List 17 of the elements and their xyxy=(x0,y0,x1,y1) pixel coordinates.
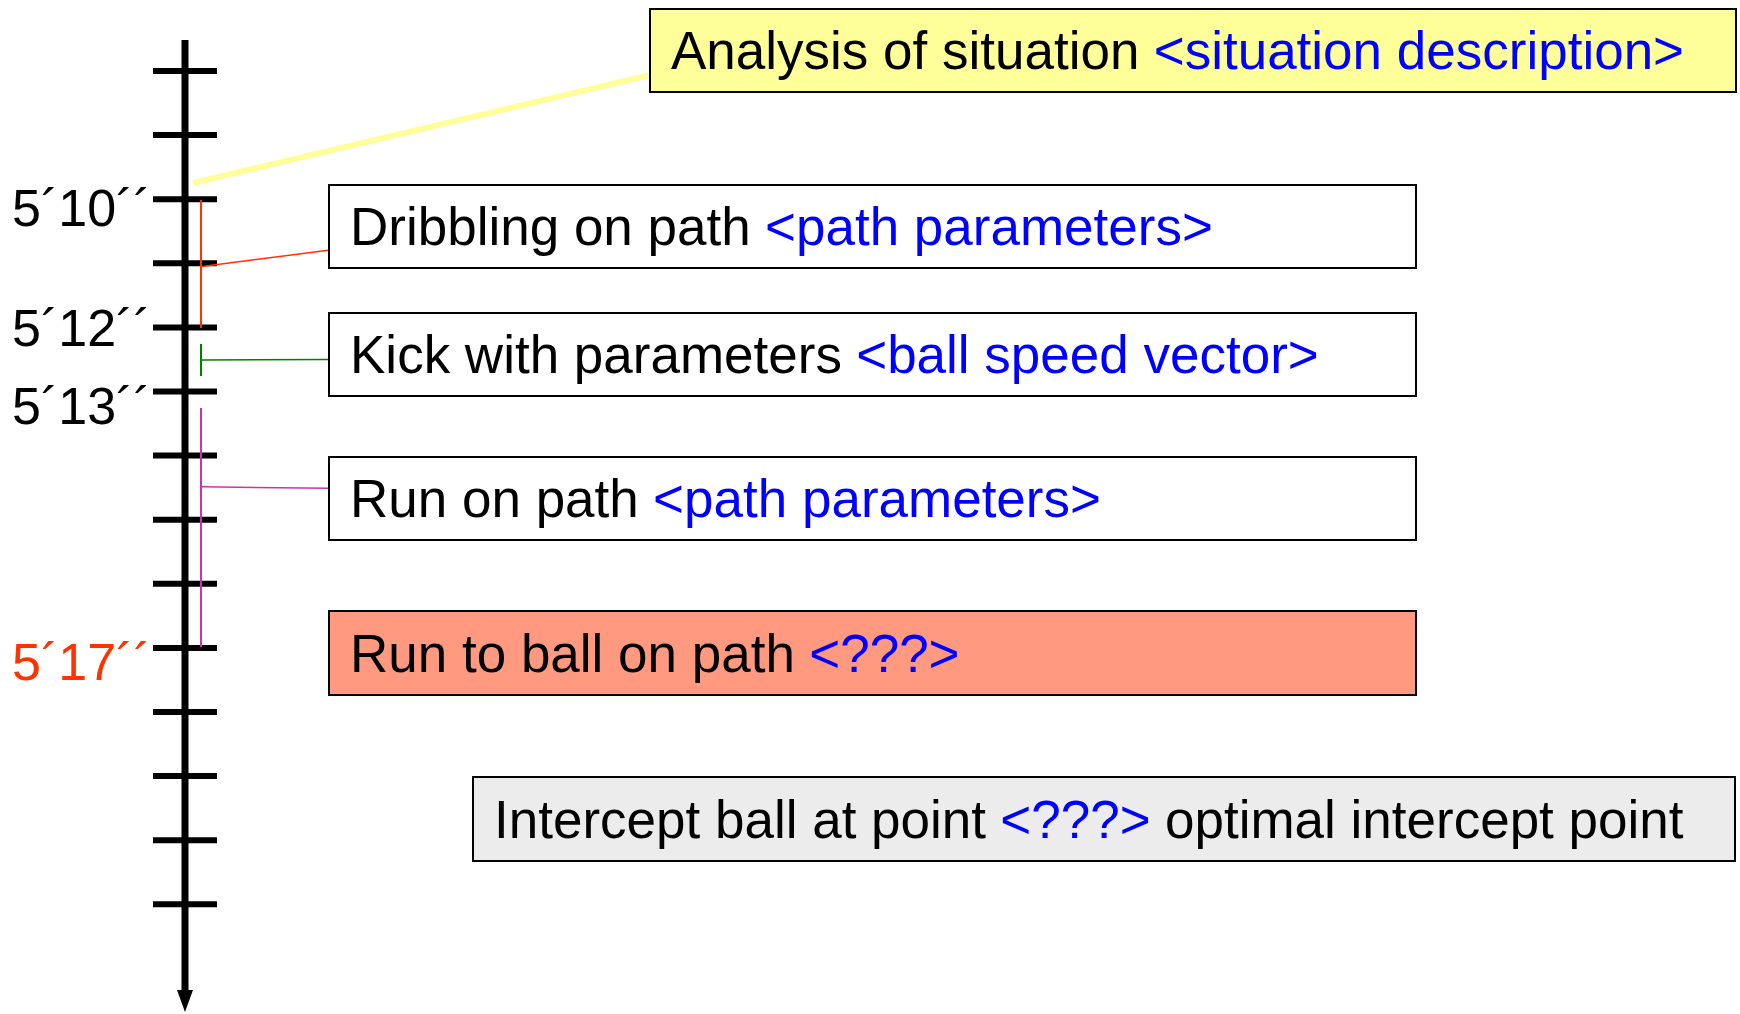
connector-line xyxy=(201,358,329,361)
action-box xyxy=(328,184,1417,269)
connector-line xyxy=(201,249,329,268)
timeline-axis xyxy=(177,40,193,1012)
time-label: 5´10´´ xyxy=(12,182,151,234)
leader-line xyxy=(192,72,650,186)
action-box xyxy=(328,456,1417,541)
connector-line xyxy=(201,486,329,490)
parameter-text: <???> xyxy=(809,626,960,680)
action-box xyxy=(328,312,1417,397)
time-label: 5´12´´ xyxy=(12,302,151,354)
action-box xyxy=(649,8,1737,93)
action-box xyxy=(328,610,1417,696)
action-box xyxy=(472,776,1736,862)
time-label: 5´17´´ xyxy=(12,636,151,688)
parameter-text: <???> xyxy=(1000,792,1151,846)
time-label: 5´13´´ xyxy=(12,380,151,432)
